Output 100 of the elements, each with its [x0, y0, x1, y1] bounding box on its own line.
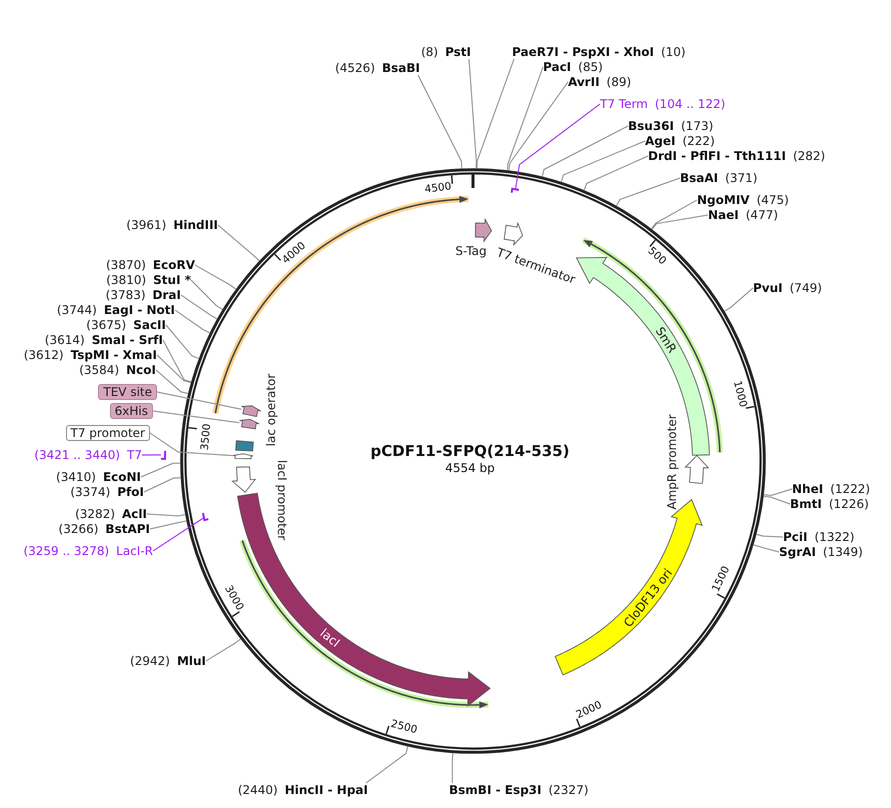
- enzyme-name: EcoNI: [102, 470, 141, 484]
- leader-line: [756, 534, 784, 538]
- primer-range: (3259 .. 3278): [23, 544, 110, 558]
- enzyme-name: Bsu36I: [628, 119, 674, 133]
- leader-line: [650, 200, 698, 230]
- tag-symbol: [240, 405, 262, 418]
- enzyme-name: PvuI: [753, 281, 783, 295]
- enzyme-name: AclI: [122, 507, 147, 521]
- enzyme-name: DraI: [152, 288, 181, 302]
- site-position: (1222): [830, 482, 870, 496]
- enzyme-name: TspMI - XmaI: [70, 348, 157, 362]
- scale-label: 1000: [730, 380, 749, 409]
- site-position: (173): [681, 119, 714, 133]
- enzyme-name: SmaI - SrfI: [92, 333, 163, 347]
- site-position: (3870): [106, 258, 146, 272]
- site-position: (1322): [814, 530, 854, 544]
- site-position: (3614): [44, 333, 85, 347]
- scale-label: 500: [645, 245, 668, 268]
- feature-label: 6xHis: [110, 403, 153, 419]
- enzyme-name: StuI *: [153, 273, 191, 287]
- leader-line: [150, 432, 234, 456]
- feature-label: AmpR promoter: [665, 414, 679, 510]
- leader-line: [146, 514, 186, 516]
- feature-label: TEV site: [98, 384, 157, 400]
- leader-line: [560, 140, 646, 182]
- enzyme-name: NheI: [792, 482, 824, 496]
- leader-line: [144, 477, 182, 492]
- leader-line: [763, 488, 792, 496]
- site-position: (1349): [822, 545, 863, 559]
- leader-line: [476, 58, 514, 169]
- feature-label: S-Tag: [455, 244, 487, 258]
- leader-line: [515, 104, 600, 190]
- site-position: (8): [421, 45, 438, 59]
- site-position: (3266): [58, 522, 98, 536]
- leader-line: [763, 496, 790, 504]
- leader-line: [506, 66, 544, 171]
- primer-name: T7 Term: [600, 97, 648, 111]
- enzyme-name: HincII - HpaI: [284, 783, 368, 797]
- leader-line: [174, 310, 210, 334]
- site-position: (2942): [130, 654, 170, 668]
- leader-line: [162, 340, 192, 382]
- leader-line: [616, 178, 680, 206]
- enzyme-name: AvrII: [568, 75, 600, 89]
- primer-mark: [202, 512, 209, 522]
- leader-line: [206, 638, 241, 662]
- site-position: (222): [682, 134, 715, 148]
- site-position: (282): [792, 149, 826, 163]
- leader-line: [156, 370, 189, 394]
- plasmid-size: 4554 bp: [445, 461, 495, 475]
- plasmid-name: pCDF11-SFPQ(214-535): [370, 442, 570, 460]
- leader-line: [150, 520, 187, 530]
- enzyme-name: DrdI - PflFI - Tth111I: [648, 149, 786, 163]
- site-position: (3374): [70, 485, 110, 499]
- leader-line: [418, 74, 462, 169]
- primer-mark: [510, 188, 520, 193]
- scale-label: 3500: [198, 422, 214, 451]
- site-position: (3612): [24, 348, 64, 362]
- feature-label: lacI promoter: [275, 460, 289, 540]
- tag-symbol: [239, 418, 260, 430]
- enzyme-name: PstI: [445, 45, 471, 59]
- enzyme-name: NgoMIV: [697, 193, 750, 207]
- scale-label: 2000: [574, 699, 604, 722]
- site-position: (3410): [56, 470, 96, 484]
- site-position: (3961): [126, 218, 166, 232]
- leader-line: [584, 156, 648, 191]
- leader-line: [156, 392, 242, 410]
- primer-name: T7: [127, 448, 142, 462]
- site-position: (2440): [238, 783, 278, 797]
- enzyme-name: SgrAI: [779, 545, 816, 559]
- enzyme-name: BsaBI: [382, 61, 420, 75]
- leader-line: [366, 746, 408, 784]
- enzyme-name: PfoI: [117, 485, 144, 499]
- site-position: (2327): [548, 783, 588, 797]
- site-position: (4526): [335, 61, 375, 75]
- site-position: (3783): [106, 288, 146, 302]
- enzyme-name: BsmBI - Esp3I: [449, 783, 542, 797]
- enzyme-name: MluI: [176, 654, 206, 668]
- leader-line: [142, 454, 162, 456]
- enzyme-name: PacI: [543, 60, 572, 74]
- enzyme-name: AgeI: [645, 134, 676, 148]
- site-position: (749): [790, 281, 822, 295]
- leader-line: [468, 58, 477, 169]
- leader-line: [140, 462, 181, 478]
- leader-line: [166, 324, 200, 359]
- site-position: (10): [660, 45, 686, 59]
- primer-range: (104 .. 122): [654, 97, 726, 111]
- site-position: (3675): [86, 318, 126, 332]
- enzyme-name: NaeI: [708, 208, 739, 222]
- primer-range: (3421 .. 3440): [34, 448, 120, 462]
- enzyme-name: NcoI: [126, 363, 156, 377]
- scale-label: 2500: [389, 718, 418, 736]
- leader-line: [508, 82, 568, 171]
- leader-line: [190, 280, 224, 310]
- leader-line: [218, 224, 260, 262]
- enzyme-name: EcoRV: [152, 258, 195, 272]
- enzyme-name: HindIII: [173, 218, 218, 232]
- leader-line: [724, 288, 754, 312]
- site-position: (475): [756, 193, 789, 207]
- site-position: (3282): [75, 507, 116, 521]
- site-position: (371): [725, 171, 758, 185]
